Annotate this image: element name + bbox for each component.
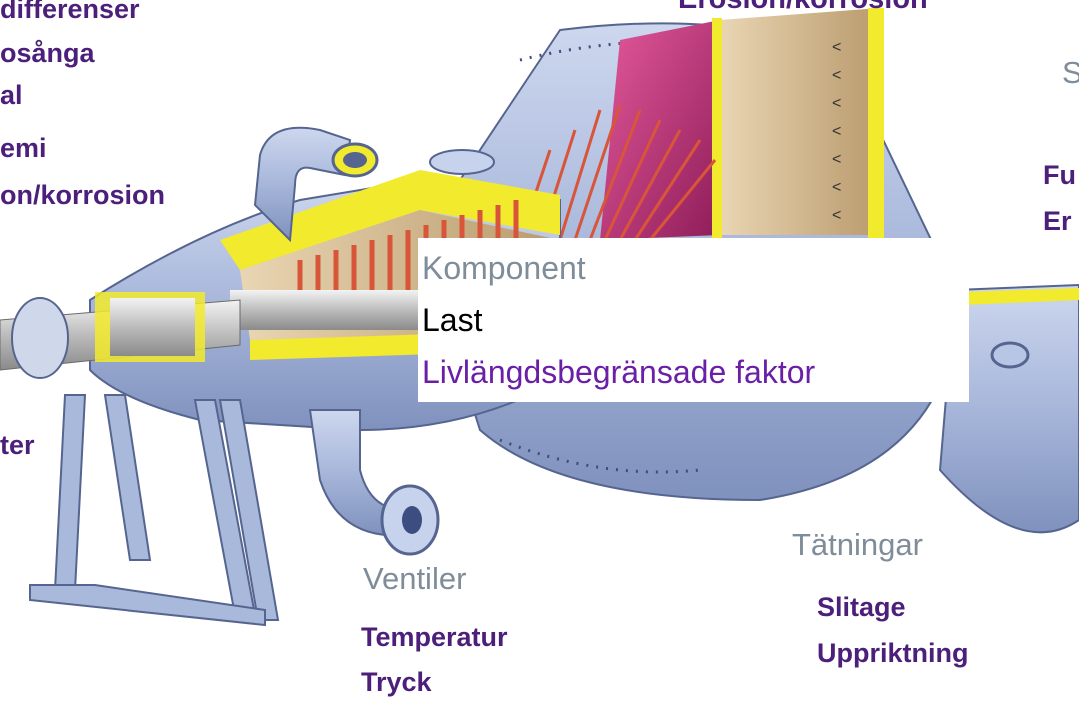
svg-text:<: < <box>832 39 841 56</box>
factor-label: emi <box>0 133 47 163</box>
svg-text:<: < <box>832 151 841 168</box>
svg-text:<: < <box>832 179 841 196</box>
legend-load: Last <box>422 300 482 340</box>
factor-label: al <box>0 80 23 110</box>
factor-label: on/korrosion <box>0 180 165 210</box>
factor-label-temperatur: Temperatur <box>361 622 508 652</box>
factor-label-top-center: Erosion/korrosion <box>678 0 928 15</box>
svg-text:<: < <box>832 67 841 84</box>
svg-text:<: < <box>832 123 841 140</box>
factor-label-tryck: Tryck <box>361 667 432 697</box>
svg-text:<: < <box>832 95 841 112</box>
svg-text:<: < <box>832 207 841 224</box>
component-label-ventiler: Ventiler <box>363 562 466 597</box>
factor-label: differenser <box>0 0 140 24</box>
component-label-right-cut: S <box>1062 56 1079 91</box>
legend-box: Komponent Last Livlängdsbegränsade fakto… <box>418 238 969 402</box>
support-legs <box>30 395 278 625</box>
legend-life-factors: Livlängdsbegränsade faktor <box>422 352 815 392</box>
factor-label: osånga <box>0 38 95 68</box>
component-label-tatningar: Tätningar <box>792 528 923 563</box>
factor-label-left-cut: ter <box>0 430 35 460</box>
factor-label-right-cut: Er <box>1043 206 1072 236</box>
extraction-pipe <box>310 410 438 554</box>
factor-label-uppriktning: Uppriktning <box>817 638 968 668</box>
factor-label-right-cut: Fu <box>1043 160 1076 190</box>
factor-label-slitage: Slitage <box>817 592 906 622</box>
legend-component: Komponent <box>422 248 586 288</box>
